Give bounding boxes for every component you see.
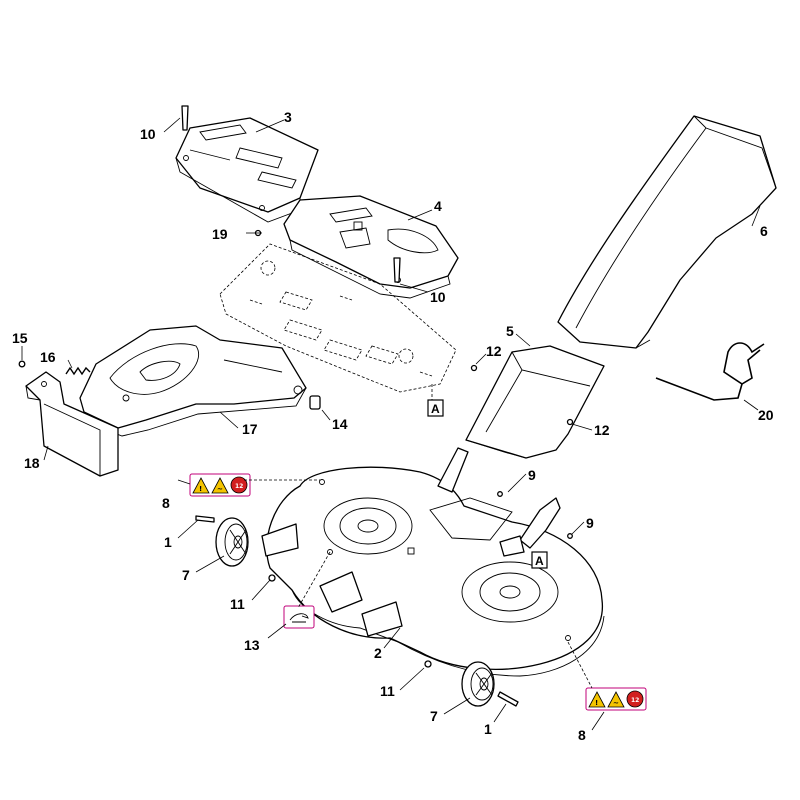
reference-marker-a-top: A — [427, 399, 444, 417]
callout-8-top: 8 — [162, 495, 170, 511]
part-17-channel — [79, 325, 307, 437]
part-5-chute-adapter — [465, 345, 605, 459]
warning-triangle-icon — [192, 477, 210, 494]
part-8-warning-label-bottom: ! ~ 12 — [585, 687, 647, 711]
callout-19: 19 — [212, 226, 228, 242]
callout-17: 17 — [242, 421, 258, 437]
callout-20: 20 — [758, 407, 774, 423]
callout-13: 13 — [244, 637, 260, 653]
part-12-nut-left — [470, 364, 478, 372]
callout-11-right: 11 — [380, 683, 395, 699]
part-11-nut-left — [268, 574, 276, 582]
part-9-screw-right — [567, 533, 573, 539]
reference-letter: A — [431, 402, 440, 416]
callout-12-left: 12 — [486, 343, 502, 359]
svg-text:12: 12 — [631, 697, 639, 704]
callout-16: 16 — [40, 349, 56, 365]
part-10-screw-top — [181, 105, 189, 131]
callout-9-right: 9 — [586, 515, 594, 531]
svg-text:!: ! — [199, 485, 202, 493]
part-20-wire-clip — [655, 342, 765, 401]
part-6-discharge-chute — [557, 115, 777, 349]
part-14-bushing — [309, 395, 321, 410]
part-13-deck-decal — [283, 605, 315, 629]
callout-10-front: 10 — [430, 289, 446, 305]
callout-3: 3 — [284, 109, 292, 125]
part-7-wheel-right — [461, 661, 495, 707]
svg-text:!: ! — [595, 699, 598, 707]
callout-15: 15 — [12, 330, 28, 346]
callout-5: 5 — [506, 323, 514, 339]
caution-triangle-icon — [607, 691, 625, 708]
callout-1-right: 1 — [484, 721, 492, 737]
svg-text:~: ~ — [613, 699, 619, 707]
callout-7-right: 7 — [430, 708, 438, 724]
callout-11-left: 11 — [230, 596, 245, 612]
part-10-screw-front — [393, 257, 401, 283]
callout-9-center: 9 — [528, 467, 536, 483]
reference-marker-a-deck: A — [531, 551, 548, 569]
callout-18: 18 — [24, 455, 40, 471]
svg-text:~: ~ — [217, 485, 223, 493]
callout-8-bottom: 8 — [578, 727, 586, 743]
callout-1-left: 1 — [164, 534, 172, 550]
part-16-spring — [65, 366, 91, 376]
callout-12-right: 12 — [594, 422, 610, 438]
prohibition-circle-icon — [230, 476, 248, 494]
callout-6: 6 — [760, 223, 768, 239]
part-4-front-cover — [283, 195, 459, 299]
callout-numbers: 10 3 4 6 19 10 5 12 12 20 15 16 14 17 18… — [12, 109, 774, 743]
part-1-bolt-left — [195, 515, 215, 523]
part-1-bolt-right — [497, 691, 519, 707]
callout-4: 4 — [434, 198, 442, 214]
mounting-plate-dashed — [219, 243, 457, 393]
part-15-screw — [18, 360, 26, 368]
reference-letter: A — [535, 554, 544, 568]
part-12-nut-right — [566, 418, 574, 426]
part-8-warning-label-top: ! ~ 12 — [189, 473, 251, 497]
part-2-mower-deck — [261, 447, 605, 677]
leader-lines — [21, 117, 761, 731]
callout-7-left: 7 — [182, 567, 190, 583]
callout-14: 14 — [332, 416, 348, 432]
part-18-flap — [25, 371, 119, 477]
callout-2: 2 — [374, 645, 382, 661]
warning-triangle-icon — [588, 691, 606, 708]
part-3-top-cover — [175, 117, 319, 223]
caution-triangle-icon — [211, 477, 229, 494]
prohibition-circle-icon — [626, 690, 644, 708]
callout-10-top: 10 — [140, 126, 156, 142]
part-9-screw-center — [497, 491, 503, 497]
part-11-nut-right — [424, 660, 432, 668]
part-7-wheel-left — [215, 517, 249, 567]
svg-text:12: 12 — [235, 483, 243, 490]
